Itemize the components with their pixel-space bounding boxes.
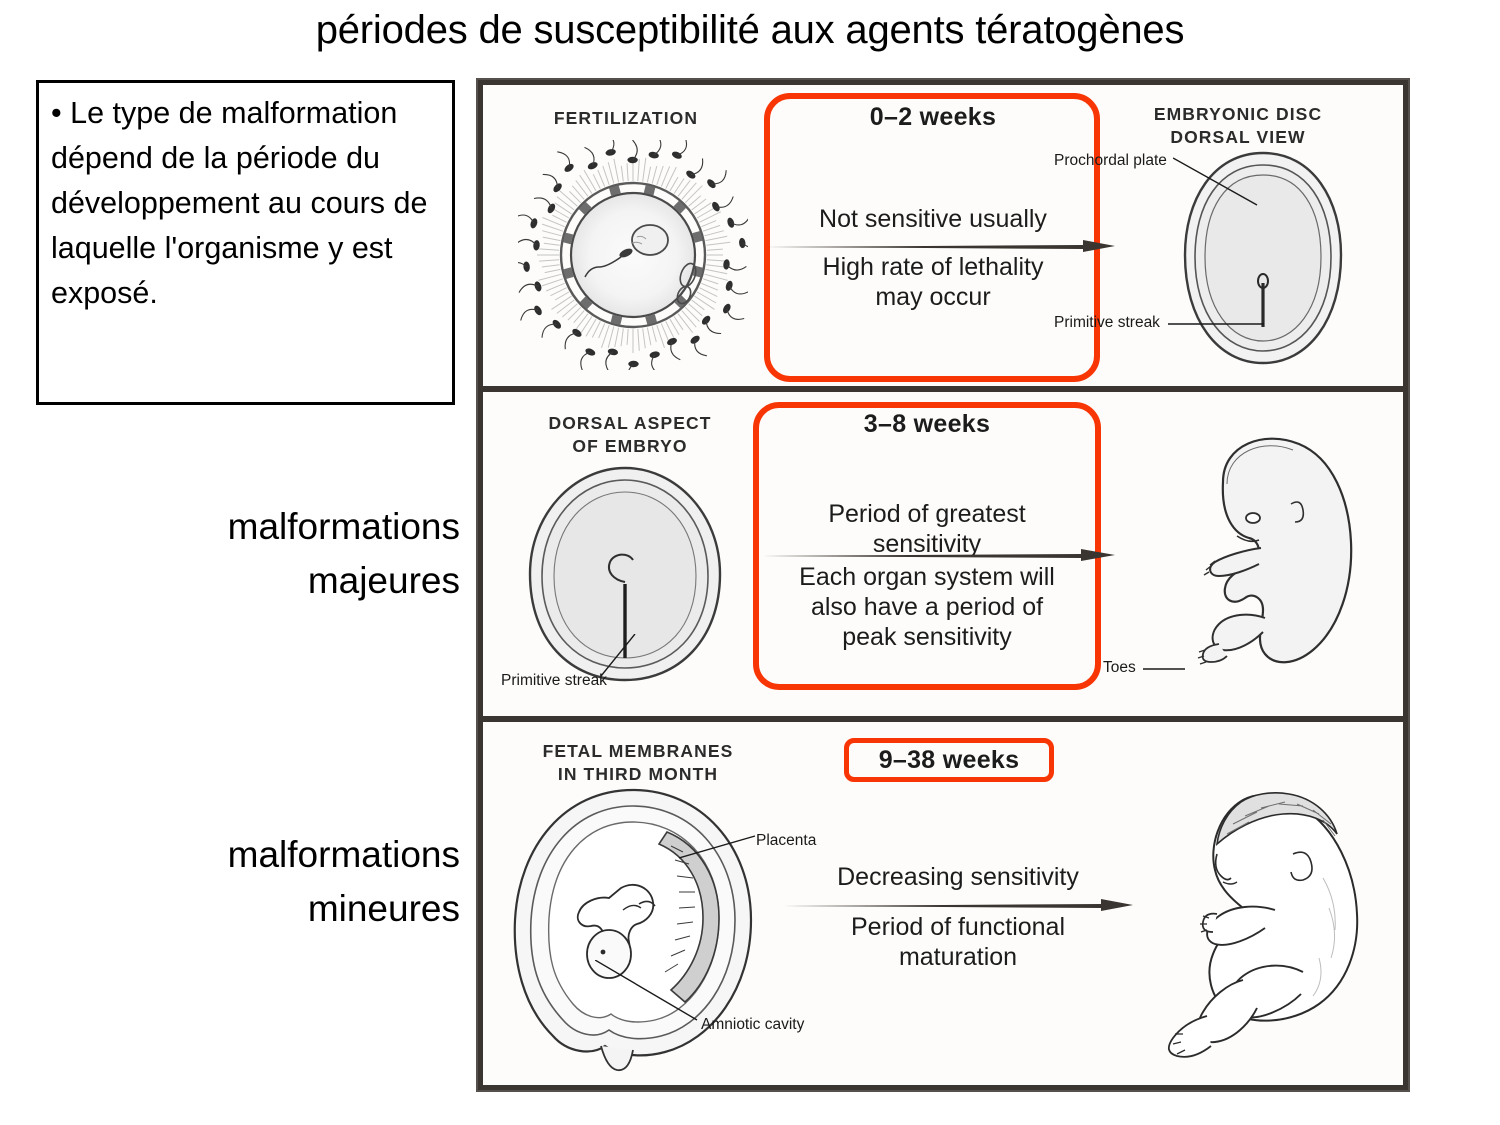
panel1-arrow-block: 0–2 weeks Not sensitive usually — [773, 103, 1093, 234]
label-primitive-streak-p2: Primitive streak — [501, 672, 607, 689]
leader-prochordal-plate — [1173, 157, 1258, 206]
caption-malformations-mineures: malformations mineures — [227, 834, 460, 929]
panel-3-8-weeks: DORSAL ASPECT OF EMBRYO Primitive streak… — [483, 392, 1403, 722]
panel3-arrow-icon — [783, 899, 1133, 911]
panel3-arrow-top-text: Decreasing sensitivity — [837, 863, 1079, 891]
bullet-text: • Le type de malformation dépend de la p… — [51, 96, 428, 310]
leader-toes — [1143, 668, 1185, 670]
bullet-textbox: • Le type de malformation dépend de la p… — [36, 80, 455, 405]
embryo-illustration — [1197, 437, 1353, 665]
leader-primitive-streak-p2 — [601, 634, 636, 677]
label-primitive-streak-p1: Primitive streak — [1054, 314, 1160, 331]
fertilization-illustration — [518, 140, 748, 370]
panel2-arrow-top-text: Period of greatest sensitivity — [828, 500, 1026, 558]
page-title: périodes de susceptibilité aux agents té… — [315, 8, 1185, 52]
panel3-arrow-bottom-text: Period of functional maturation — [850, 913, 1066, 971]
fetus-illustration — [1167, 792, 1359, 1058]
panel1-right-heading: EMBRYONIC DISC DORSAL VIEW — [1153, 104, 1323, 147]
panel1-left-heading: FERTILIZATION — [553, 108, 699, 128]
panel1-arrow-top-text: Not sensitive usually — [819, 205, 1047, 233]
panel3-left-heading: FETAL MEMBRANES IN THIRD MONTH — [542, 741, 734, 784]
leader-placenta — [679, 835, 756, 859]
leader-primitive-streak-p1 — [1168, 323, 1264, 325]
panel1-arrow-icon — [765, 240, 1115, 252]
label-toes: Toes — [1103, 659, 1136, 676]
caption-malformations-majeures: malformations majeures — [227, 506, 460, 601]
panel2-arrow-bottom-text: Each organ system will also have a perio… — [799, 563, 1055, 651]
panel2-left-heading: DORSAL ASPECT OF EMBRYO — [548, 413, 712, 456]
label-placenta: Placenta — [756, 832, 817, 849]
label-prochordal-plate: Prochordal plate — [1054, 152, 1167, 169]
dorsal-aspect-embryo-illustration — [528, 466, 722, 682]
embryonic-disc-illustration — [1183, 151, 1343, 365]
panel1-arrow-bottom-text: High rate of lethality may occur — [822, 253, 1044, 311]
panel2-arrow-block: 3–8 weeks Period of greatest sensitivity — [763, 410, 1091, 559]
panel3-weeks-label: 9–38 weeks — [878, 746, 1020, 774]
leader-amniotic-cavity — [595, 960, 698, 1021]
panel-0-2-weeks: FERTILIZATION — [483, 85, 1403, 392]
teratogen-sensitivity-figure: FERTILIZATION — [476, 78, 1410, 1092]
panel2-weeks-label: 3–8 weeks — [863, 410, 991, 438]
panel1-weeks-label: 0–2 weeks — [869, 103, 997, 131]
fetal-membranes-illustration — [513, 788, 753, 1072]
panel-9-38-weeks: FETAL MEMBRANES IN THIRD MONTH Placenta — [483, 722, 1403, 1085]
label-amniotic-cavity: Amniotic cavity — [701, 1016, 805, 1033]
panel2-arrow-icon — [755, 549, 1115, 561]
